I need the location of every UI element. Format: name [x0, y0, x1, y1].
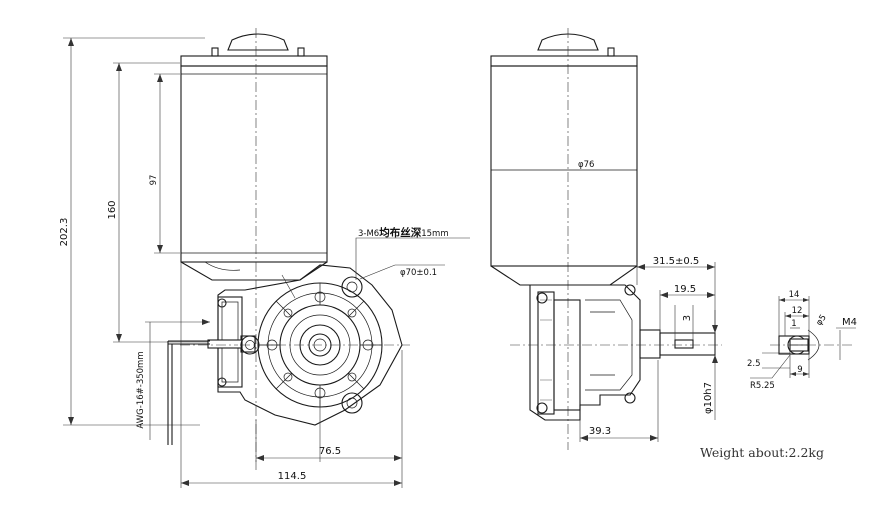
side-view: φ76 31.5±0.5 19.: [490, 28, 722, 450]
dim-center: 1: [791, 319, 796, 329]
dim-overall-height: 202.3: [59, 218, 70, 247]
dim-flange-depth: 39.3: [589, 426, 611, 437]
dim-angle: φ5: [814, 313, 829, 328]
dim-key-width: 3: [682, 315, 693, 321]
dim-motor-diameter: φ76: [578, 160, 594, 170]
dim-total-width: 114.5: [278, 471, 307, 482]
dim-step: 2.5: [747, 359, 761, 369]
shaft-detail: 14 12 1 φ5 M4 2.5 9 R5.25: [747, 290, 857, 391]
dim-shaft-length: 31.5±0.5: [653, 256, 700, 267]
dim-cable: AWG-16#-350mm: [136, 351, 146, 428]
dim-outer: 14: [789, 290, 800, 300]
dim-key-len: 9: [797, 365, 802, 375]
dim-body-height: 97: [149, 175, 159, 186]
dim-bolt-circle: φ70±0.1: [400, 268, 437, 278]
dim-shaft-diameter: φ10h7: [703, 382, 714, 414]
dim-thread: M4: [842, 317, 857, 328]
dim-radius: R5.25: [750, 381, 775, 391]
dim-mount-label: 3-M6均布丝深15mm: [358, 226, 449, 239]
dim-motor-height: 160: [107, 200, 118, 219]
dim-shaft-step: 19.5: [674, 284, 696, 295]
weight-note: Weight about:2.2kg: [700, 445, 824, 460]
front-view: 202.3 160 97: [59, 28, 470, 488]
dim-inner: 12: [792, 306, 803, 316]
dim-shaft-offset: 76.5: [319, 446, 341, 457]
